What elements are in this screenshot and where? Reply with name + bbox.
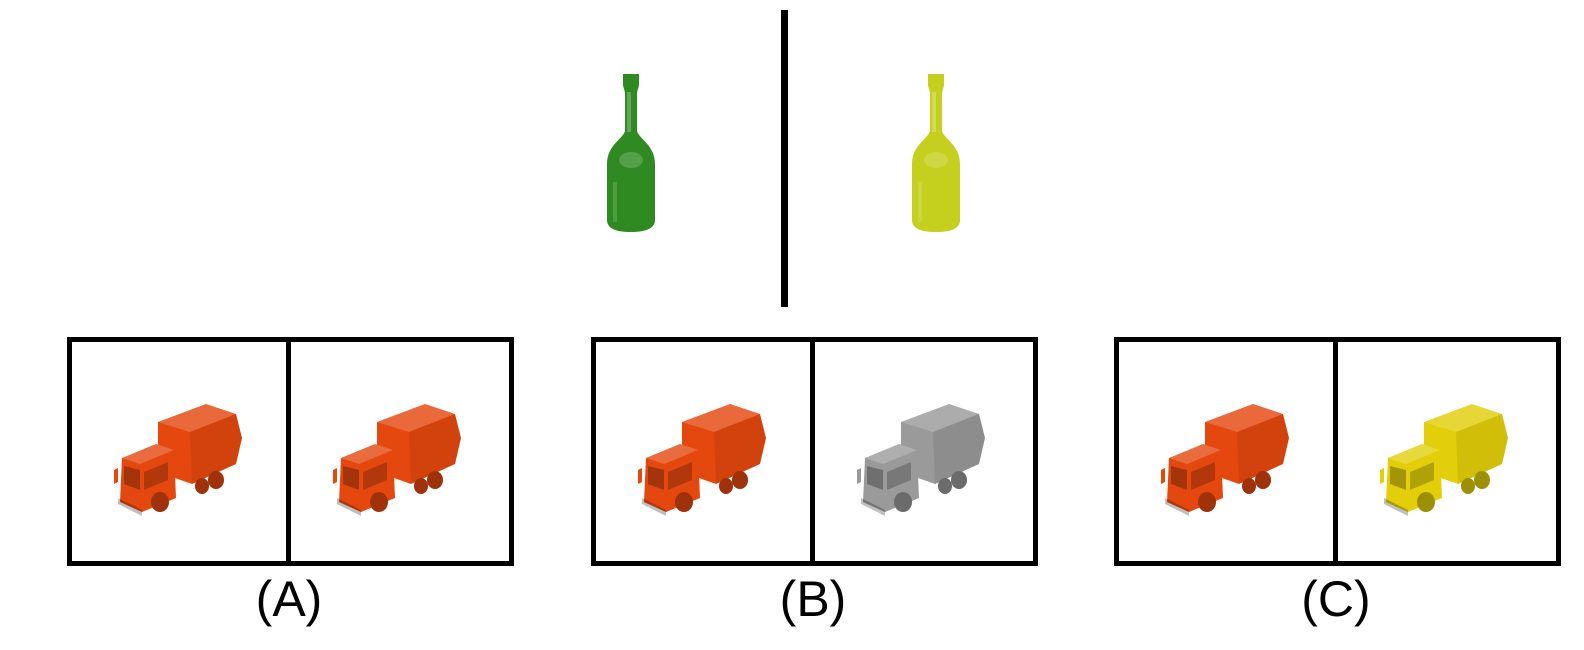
option-b-label: (B) xyxy=(779,571,847,627)
option-b-right-panel xyxy=(810,337,1038,566)
bottle-icon xyxy=(601,72,661,234)
truck-icon xyxy=(329,402,469,522)
truck-icon xyxy=(1376,402,1516,522)
truck-icon xyxy=(853,402,993,522)
truck-icon xyxy=(634,402,774,522)
truck-icon xyxy=(1157,402,1297,522)
option-c-label: (C) xyxy=(1301,571,1371,627)
option-c-right-panel xyxy=(1333,337,1561,566)
option-a[interactable]: (A) xyxy=(67,337,514,627)
bottle-icon xyxy=(906,72,966,234)
option-a-left-panel xyxy=(67,337,295,566)
option-a-right-panel xyxy=(286,337,514,566)
option-c[interactable]: (C) xyxy=(1114,337,1561,627)
center-divider xyxy=(781,10,788,307)
reference-pair xyxy=(0,0,1584,320)
option-a-label: (A) xyxy=(255,571,323,627)
truck-icon xyxy=(110,402,250,522)
option-c-left-panel xyxy=(1114,337,1342,566)
option-b-left-panel xyxy=(591,337,819,566)
option-b[interactable]: (B) xyxy=(591,337,1038,627)
